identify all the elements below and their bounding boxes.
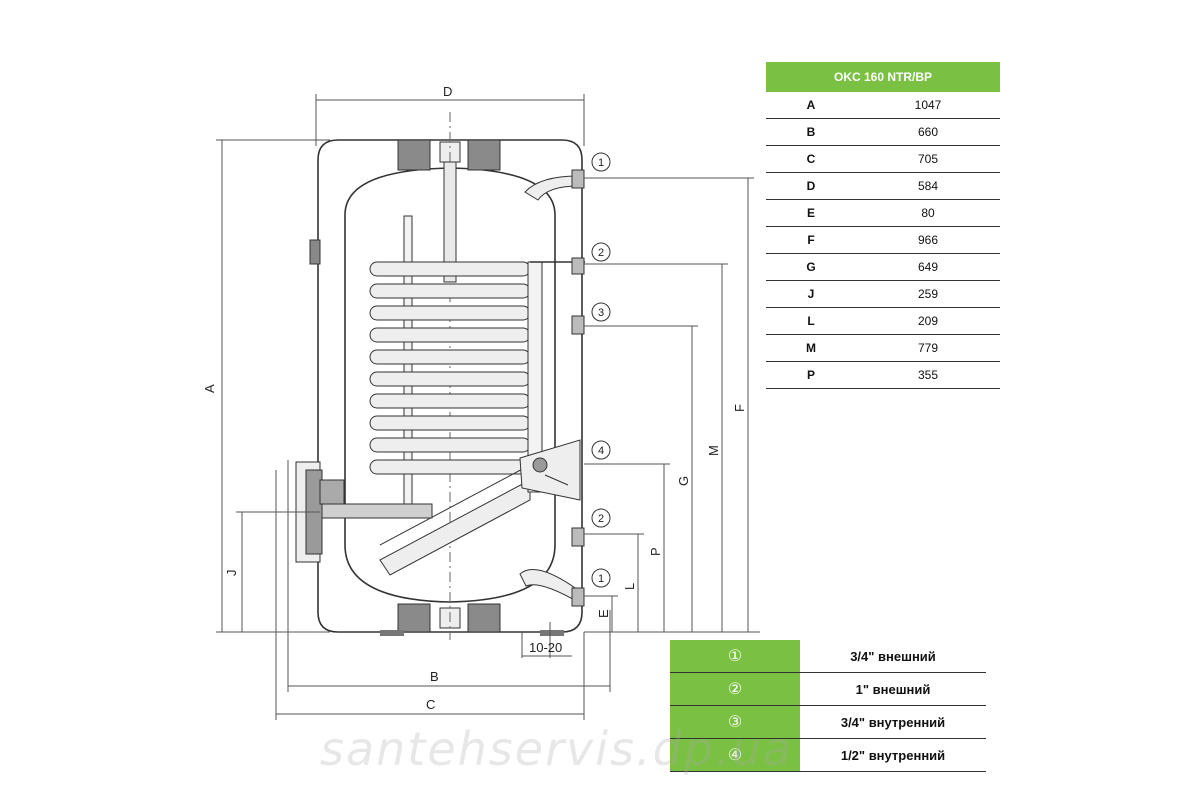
anode-rod: [443, 161, 457, 283]
svg-text:2: 2: [598, 247, 604, 259]
marker-1-top: 1: [591, 152, 611, 172]
top-plug-left: [397, 139, 431, 171]
dim-key: G: [766, 253, 856, 281]
dim-key: L: [766, 307, 856, 335]
svg-text:2: 2: [598, 513, 604, 525]
dim-value: 209: [856, 307, 1000, 335]
dimension-table-header-row: OKC 160 NTR/BP: [766, 62, 1000, 92]
dim-key: P: [766, 361, 856, 389]
legend-description: 3/4" внешний: [800, 640, 986, 673]
legend-number: ③: [670, 705, 800, 739]
legend-description: 3/4" внутренний: [800, 705, 986, 739]
legend-description: 1" внешний: [800, 672, 986, 706]
watermark: santehservis.dp.ua: [320, 722, 793, 776]
dim-value: 259: [856, 280, 1000, 308]
svg-text:3: 3: [598, 307, 604, 319]
top-plug-right: [467, 139, 501, 171]
svg-text:4: 4: [598, 445, 604, 457]
dim-key: A: [766, 92, 856, 119]
marker-1-bottom: 1: [591, 568, 611, 588]
dim-label-gap: 10-20: [529, 640, 562, 655]
dim-value: 80: [856, 199, 1000, 227]
dim-label-C: C: [426, 697, 435, 712]
dim-value: 779: [856, 334, 1000, 362]
bottom-plug-left: [397, 603, 431, 633]
dim-value: 649: [856, 253, 1000, 281]
bottom-plug-right: [467, 603, 501, 633]
legend-number: ①: [670, 640, 800, 673]
dim-key: F: [766, 226, 856, 254]
dim-value: 584: [856, 172, 1000, 200]
legend-description: 1/2" внутренний: [800, 738, 986, 772]
dim-value: 966: [856, 226, 1000, 254]
dim-label-E: E: [596, 609, 611, 618]
feet: [380, 630, 564, 636]
svg-text:1: 1: [598, 157, 604, 169]
inner-tank: [344, 167, 556, 603]
dim-label-P: P: [648, 547, 663, 556]
heating-coil: [369, 261, 543, 576]
right-connections: [519, 169, 585, 607]
dim-key: D: [766, 172, 856, 200]
marker-3: 3: [591, 302, 611, 322]
dim-key: E: [766, 199, 856, 227]
dim-value: 660: [856, 118, 1000, 146]
svg-text:1: 1: [598, 573, 604, 585]
dim-value: 705: [856, 145, 1000, 173]
dim-label-F: F: [732, 404, 747, 412]
marker-2-upper: 2: [591, 242, 611, 262]
dim-key: J: [766, 280, 856, 308]
dim-key: C: [766, 145, 856, 173]
dim-label-L: L: [622, 583, 637, 590]
dim-label-J: J: [224, 570, 239, 577]
dim-value: 355: [856, 361, 1000, 389]
dim-value: 1047: [856, 92, 1000, 119]
dim-key: M: [766, 334, 856, 362]
marker-2-lower: 2: [591, 508, 611, 528]
dimension-table-header: OKC 160 NTR/BP: [766, 62, 1000, 92]
marker-4: 4: [591, 440, 611, 460]
dim-key: B: [766, 118, 856, 146]
legend-number: ④: [670, 738, 800, 772]
dim-label-D: D: [443, 84, 452, 99]
dim-label-G: G: [676, 476, 691, 486]
dim-label-B: B: [430, 669, 439, 684]
legend-number: ②: [670, 672, 800, 706]
dim-label-A: A: [202, 384, 217, 393]
dim-label-M: M: [706, 445, 721, 456]
